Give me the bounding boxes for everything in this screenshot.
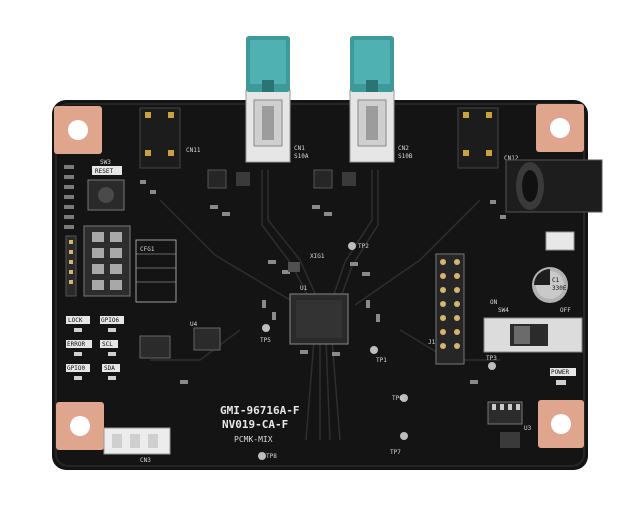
- cap-text-2: 330E: [552, 285, 567, 292]
- switch-off-label: OFF: [560, 307, 571, 314]
- cn1-label: CN1: [294, 145, 305, 152]
- electrolytic-capacitor: C1 330E: [532, 267, 568, 303]
- tp-label-5: TP5: [260, 337, 271, 344]
- u3-label: U3: [524, 425, 532, 432]
- fakra-connector-cn2: CN2 S10B: [349, 36, 413, 163]
- scl-label: SCL: [102, 341, 113, 348]
- small-ics: U4: [139, 321, 221, 359]
- part-number: GMI-96716A-F: [220, 404, 299, 417]
- power-led: POWER: [550, 368, 576, 385]
- power-switch[interactable]: SW4 ON OFF: [483, 299, 583, 353]
- dip-switch[interactable]: [83, 225, 131, 297]
- tp-label-1: TP1: [376, 357, 387, 364]
- gpio6-label: GPIO6: [101, 317, 119, 324]
- dc-jack: [505, 159, 603, 213]
- cn2-label: CN2: [398, 145, 409, 152]
- pin-header-left: [65, 235, 77, 297]
- main-ic: U1 XIG1: [288, 253, 349, 345]
- inductors: [207, 169, 356, 189]
- tp-label-3: TP3: [486, 355, 497, 362]
- mounting-pads: [54, 104, 584, 450]
- cn3-label: CN3: [140, 457, 151, 464]
- small-connector-right: [545, 231, 575, 251]
- resistor-column: [64, 165, 74, 229]
- switch-on-label: ON: [490, 299, 498, 306]
- silkscreen-labels: GMI-96716A-F NV019-CA-F PCMK-MIX: [220, 404, 299, 444]
- reset-label: RESET: [95, 168, 113, 175]
- side-connector-right: CN12: [457, 107, 519, 169]
- gpio0-label: GPIO0: [67, 365, 85, 372]
- power-label: POWER: [551, 369, 569, 376]
- mix-label: PCMK-MIX: [234, 435, 273, 444]
- mode-table: CFG1: [135, 239, 177, 303]
- cn3-connector: CN3: [103, 427, 171, 464]
- revision-label: NV019-CA-F: [222, 418, 288, 431]
- cn2-sub-label: S10B: [398, 153, 413, 160]
- xig1-label: XIG1: [310, 253, 325, 260]
- test-points: TP2 TP1 TP5 TP6 TP7 TP8 TP3: [258, 242, 497, 460]
- u1-label: U1: [300, 285, 308, 292]
- reset-button[interactable]: SW3 RESET: [87, 159, 125, 211]
- mode-table-label: CFG1: [140, 246, 155, 253]
- pin-header-right: J1: [428, 253, 465, 365]
- pcb-traces: [150, 170, 500, 441]
- status-labels: LOCK GPIO6 ERROR SCL GPIO0 SDA: [66, 316, 124, 380]
- cn11-label: CN11: [186, 147, 201, 154]
- tp-label-6: TP6: [392, 395, 403, 402]
- fakra-connector-cn1: CN1 S10A: [245, 36, 309, 163]
- cn12-label: CN12: [504, 155, 519, 162]
- cap-text-1: C1: [552, 277, 560, 284]
- reset-ref-label: SW3: [100, 159, 111, 166]
- cn1-sub-label: S10A: [294, 153, 309, 160]
- lock-label: LOCK: [68, 317, 83, 324]
- tp-label-8: TP8: [266, 453, 277, 460]
- error-label: ERROR: [67, 341, 85, 348]
- tp-label-7: TP7: [390, 449, 401, 456]
- sda-label: SDA: [104, 365, 115, 372]
- regulators: U3: [487, 401, 532, 448]
- u4-label: U4: [190, 321, 198, 328]
- side-connector-left: CN11: [139, 107, 201, 169]
- j1-label: J1: [428, 339, 436, 346]
- tp-label-2: TP2: [358, 243, 369, 250]
- smd-components: [140, 180, 506, 384]
- pcb-board: [52, 100, 588, 470]
- switch-ref-label: SW4: [498, 307, 509, 314]
